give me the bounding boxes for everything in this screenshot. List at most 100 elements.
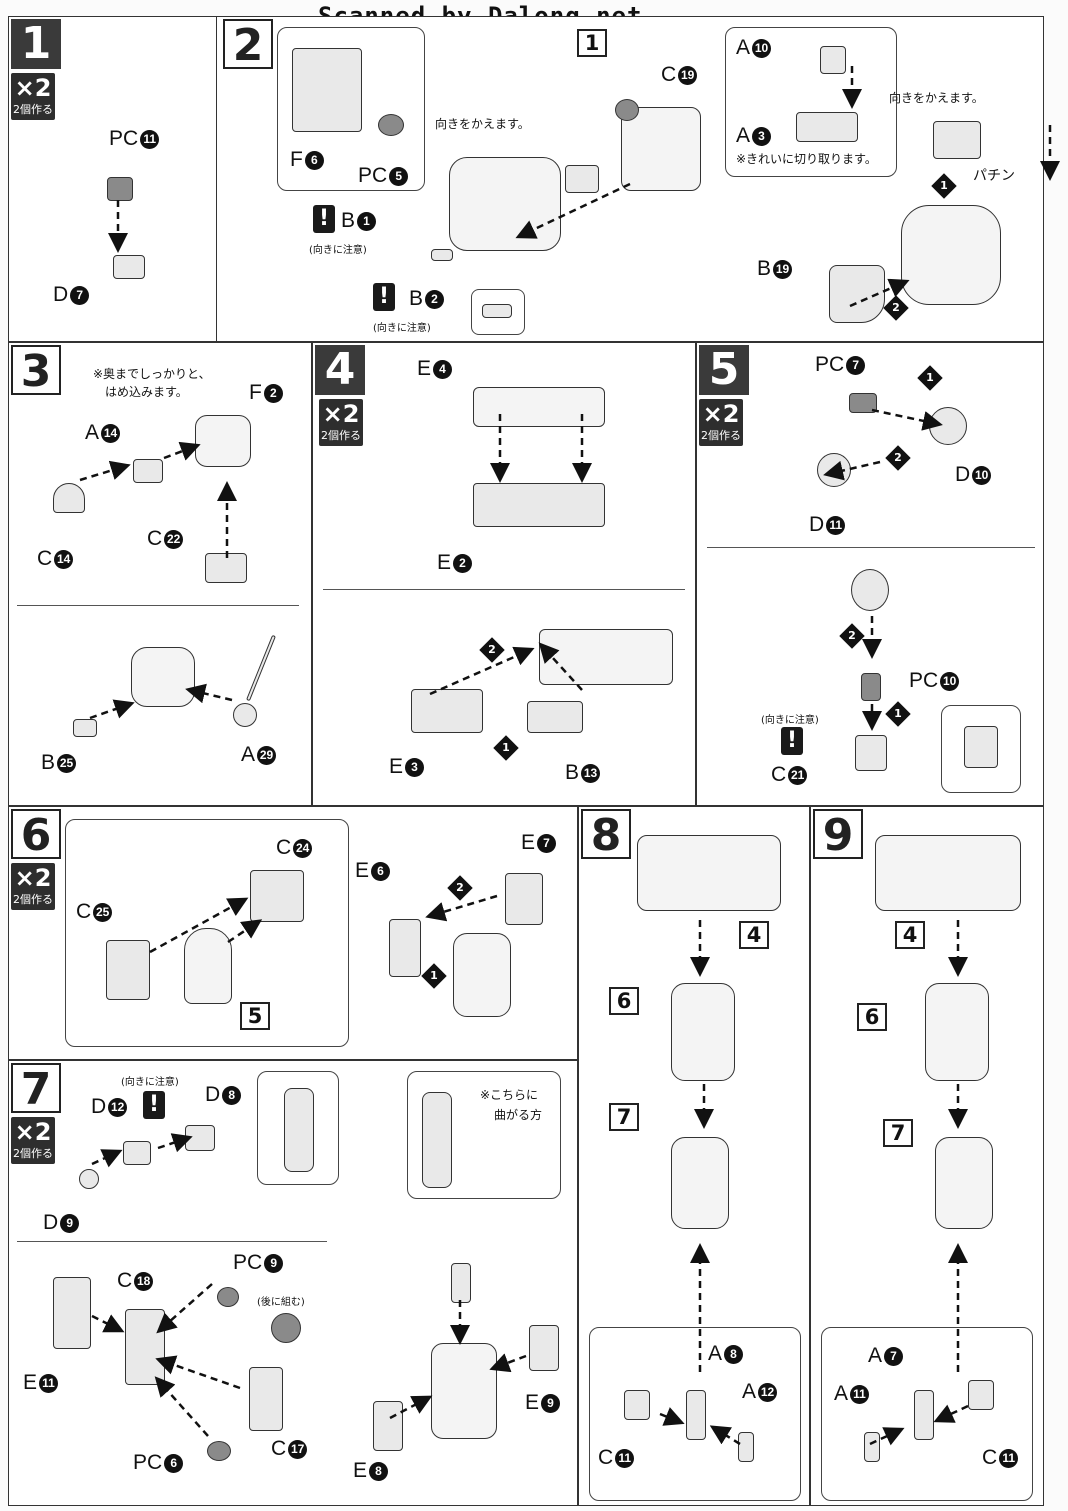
divider	[707, 547, 1035, 548]
part-c17	[249, 1367, 283, 1431]
part-b2-detail	[482, 304, 512, 318]
divider	[323, 589, 685, 590]
step-6-number: 6	[11, 809, 61, 861]
part-c24	[250, 870, 304, 922]
note-orientation-c21: (向きに注意)	[761, 715, 819, 726]
warning-d12: !	[143, 1091, 165, 1119]
poly-cap-pc9-placed	[271, 1313, 301, 1343]
joint-bend-detail	[422, 1092, 452, 1188]
part-a8	[686, 1390, 706, 1440]
part-a11	[864, 1432, 880, 1462]
assembly-from-step7	[935, 1137, 993, 1229]
part-d9	[79, 1169, 99, 1189]
poly-cap-pc7	[849, 393, 877, 413]
part-c25	[106, 940, 150, 1000]
part-d12	[123, 1141, 151, 1165]
part-b13	[527, 701, 583, 733]
part-a14	[133, 459, 163, 483]
part-a29	[233, 703, 257, 727]
part-joint-step1	[565, 165, 599, 193]
part-c11	[624, 1390, 650, 1420]
part-b25	[73, 719, 97, 737]
part-a10	[820, 46, 846, 74]
poly-cap-pc11	[107, 177, 133, 201]
warning-c21: !	[781, 727, 803, 755]
assembly-shoulder	[901, 205, 1001, 305]
snap-sound: パチン	[973, 168, 1015, 184]
part-e6	[389, 919, 421, 977]
step-7-number: 7	[11, 1063, 61, 1115]
part-a12	[738, 1432, 754, 1462]
part-a3-turned	[933, 121, 981, 159]
poly-cap-pc9	[217, 1287, 239, 1307]
step-5-number: 5	[699, 345, 749, 395]
part-e2	[473, 483, 605, 527]
part-b2	[431, 249, 453, 261]
joint-detail	[284, 1088, 314, 1172]
assembly-from-step7	[671, 1137, 729, 1229]
note-cut-cleanly: ※きれいに切り取ります。	[736, 152, 877, 166]
assembly-from-step6	[671, 983, 735, 1081]
step-9-number: 9	[813, 809, 863, 861]
assembly-from-step4	[875, 835, 1021, 911]
note-press-firmly-2: はめ込みます。	[105, 385, 188, 399]
detail-inset-bend: ※こちらに 曲がる方	[407, 1071, 561, 1199]
assembly-from-step4	[637, 835, 781, 911]
ref-step-1: 1	[577, 29, 607, 57]
joint-assembly	[851, 569, 889, 611]
divider	[17, 605, 299, 606]
part-c21	[855, 735, 887, 771]
part-c14	[53, 483, 85, 513]
note-turn-around: 向きをかえます。	[435, 117, 530, 131]
ref-step-7: 7	[883, 1119, 913, 1147]
assembly-from-step6	[925, 983, 989, 1081]
divider	[17, 1241, 327, 1242]
detail-inset-joint	[257, 1071, 339, 1185]
poly-cap-pc6	[207, 1441, 231, 1461]
poly-cap-pc10	[861, 673, 881, 701]
assembly-leg-joint	[453, 933, 511, 1017]
note-turn-around-2: 向きをかえます。	[889, 91, 984, 105]
part-c19-detail	[615, 99, 639, 121]
part-a3	[796, 112, 858, 142]
assembly-head-block	[131, 647, 195, 707]
note-orientation-b2: (向きに注意)	[373, 323, 431, 334]
